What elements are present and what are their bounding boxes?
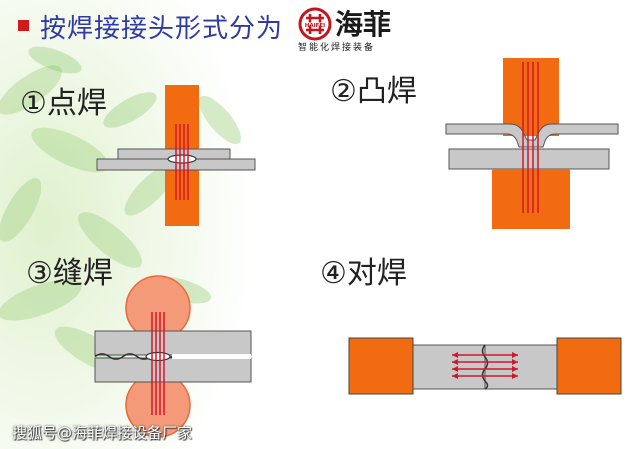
lower-plate [448, 148, 610, 170]
spot-welding-diagram [96, 85, 256, 226]
current-lines [522, 62, 539, 213]
upper-roller-electrode [125, 275, 191, 341]
current-lines [151, 312, 165, 415]
bar-left [412, 344, 486, 390]
logo-latin-text: HAIFEI [305, 23, 325, 29]
page-title: 按焊接接头形式分为 [40, 14, 284, 44]
current-lines [175, 124, 189, 200]
weld-nugget [167, 154, 197, 164]
butt-welding-diagram [348, 337, 622, 395]
upper-electrode [165, 85, 199, 149]
left-clamp-electrode [348, 337, 414, 395]
haifei-logo-icon: HAIFEI [298, 7, 332, 41]
label-projection-welding: ②凸焊 [330, 74, 417, 109]
lower-electrode [165, 170, 199, 226]
source-watermark: 搜狐号@海菲焊接设备厂家 [12, 424, 193, 442]
lower-electrode [492, 169, 570, 229]
seam-gap [172, 354, 251, 359]
label-seam-welding: ③缝焊 [26, 256, 113, 291]
weld-nugget [145, 351, 171, 362]
current-arrows [452, 352, 518, 379]
upper-plate [94, 330, 252, 356]
title-bullet [18, 20, 29, 31]
seam-welding-diagram [94, 275, 252, 438]
current-lines [452, 354, 518, 377]
lower-plate [94, 357, 252, 383]
upper-electrode [503, 58, 559, 136]
label-spot-welding: ①点焊 [20, 86, 107, 121]
logo-text: 海菲 [335, 8, 392, 41]
bar-right [484, 344, 558, 390]
projection-welding-diagram [445, 58, 619, 229]
logo-tagline: 智能化焊接装备 [298, 43, 376, 53]
label-butt-welding: ④对焊 [320, 256, 407, 291]
right-clamp-electrode [556, 337, 622, 395]
